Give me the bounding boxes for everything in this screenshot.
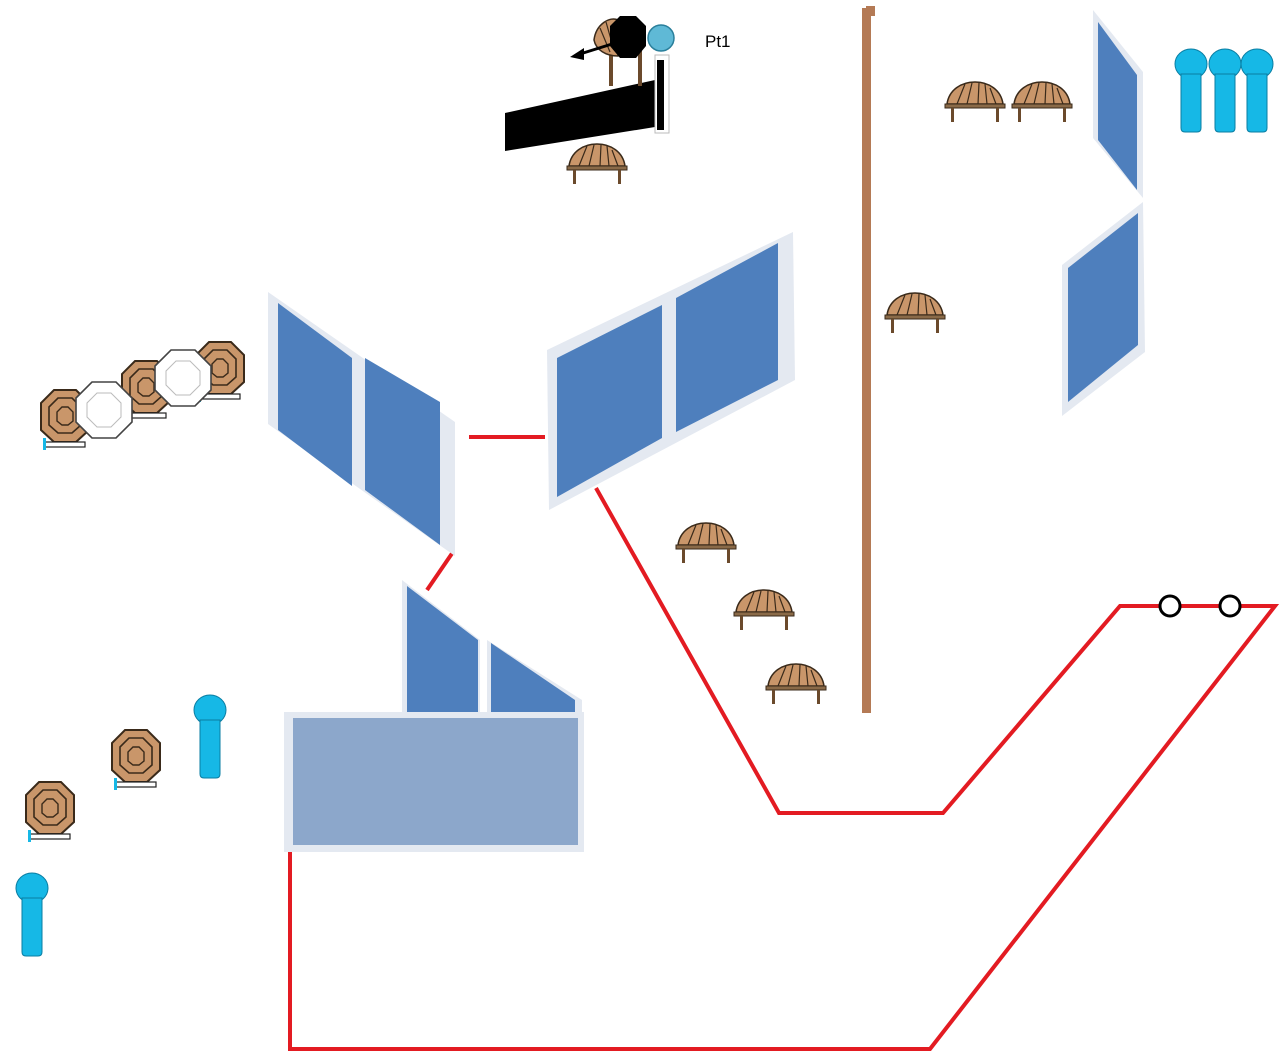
wall-panel-icon [557,305,662,497]
cardboard-target-icon [765,663,827,705]
cardboard-target-icon [733,589,795,631]
start-area: Pt1 [505,16,731,151]
no-shoot-icon [154,349,212,407]
popper-icon [1174,48,1208,133]
path-segment-outer-loop [288,487,1280,1051]
left-wall [268,292,455,556]
no-shoot-icon [75,381,133,439]
cardboard-target-icon [675,522,737,564]
cardboard-target-icon [1011,81,1073,123]
left-target-array [40,341,245,451]
path-segment-wall-to-barrel [425,550,455,592]
cardboard-target-icon [111,729,161,791]
arrow-icon [570,48,584,60]
popper-icon [1208,48,1242,133]
wall-panel-icon [1068,213,1138,402]
top-right-poppers [1174,48,1274,133]
shooting-path [288,435,1280,1051]
cardboard-target-icon [884,292,946,334]
fault-line [862,6,875,713]
activator-icon [1158,594,1182,618]
cardboard-target-icon [944,81,1006,123]
black-barricade [505,80,655,151]
center-wall [547,232,795,510]
bottom-barricade [284,580,584,852]
right-wall-lower [1062,202,1145,416]
wall-panel-icon [365,358,440,545]
cardboard-target-icon [566,143,628,185]
wall-panel-icon [1098,22,1137,190]
activator-icon [1218,594,1242,618]
popper-icon [15,872,49,957]
wall-panel-icon [676,243,778,432]
right-wall-upper [1093,10,1143,198]
wall-panel-icon [491,643,575,716]
barrel-wall [293,718,578,845]
start-position-icon [647,24,675,52]
start-position-label: Pt1 [705,32,731,51]
wall-panel-icon [278,303,352,486]
popper-icon [1240,48,1274,133]
wall-panel-icon [407,586,478,716]
lower-left-targets [15,694,227,957]
popper-icon [193,694,227,779]
cardboard-target-icon [25,781,75,843]
shooter-icon [610,16,646,58]
